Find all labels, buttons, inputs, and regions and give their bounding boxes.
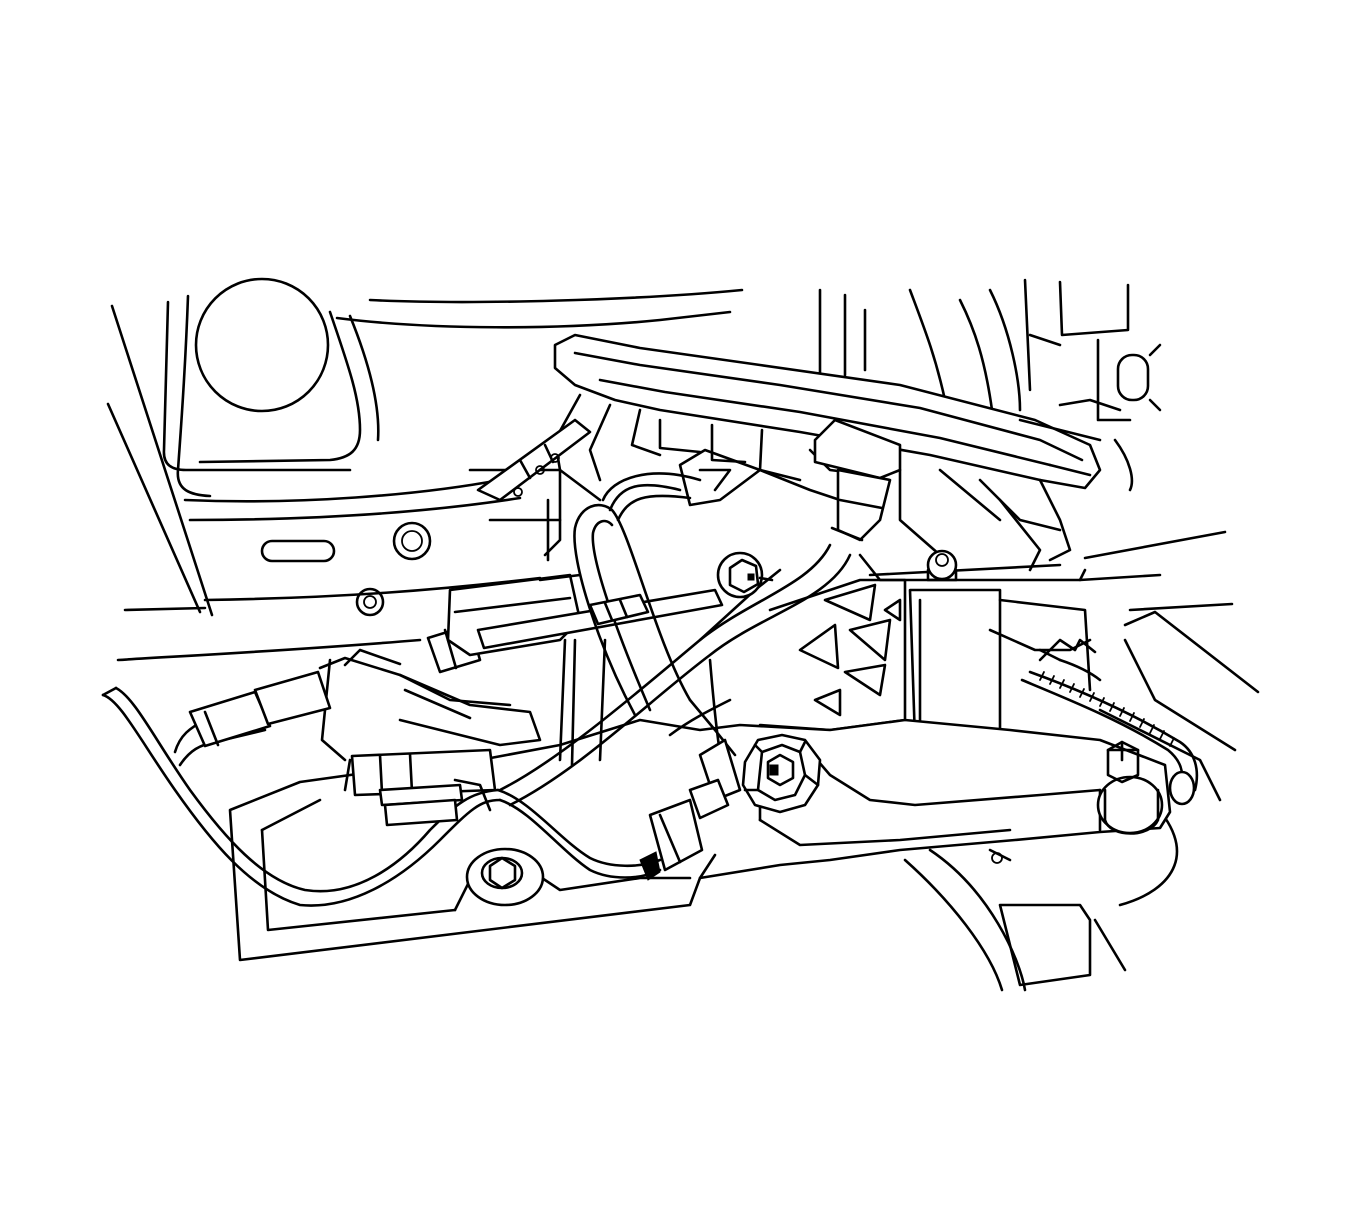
rib-opening-3 bbox=[850, 620, 890, 660]
background-body-panels bbox=[108, 279, 1258, 990]
shifter-housing-body bbox=[555, 395, 1090, 760]
floor-hole-small bbox=[357, 589, 383, 615]
floor-hole bbox=[394, 523, 430, 559]
cable-end-fitting bbox=[255, 672, 330, 724]
seat-bolt-head bbox=[1118, 355, 1148, 400]
shifter-top-cover bbox=[555, 335, 1100, 488]
left-lever-arm bbox=[478, 420, 590, 560]
wiring-harness bbox=[500, 474, 850, 805]
conduit-end bbox=[1170, 772, 1194, 804]
rib-opening-1 bbox=[825, 585, 875, 620]
floor-pan-round-recess bbox=[196, 279, 328, 411]
seat-track-structure bbox=[820, 280, 1160, 490]
connector-body bbox=[650, 800, 702, 870]
housing-electrical-connector bbox=[815, 420, 900, 540]
floor-slot bbox=[262, 541, 334, 561]
housing-top-bolt bbox=[928, 551, 956, 579]
rib-opening-2 bbox=[800, 625, 838, 668]
center-star-nut bbox=[743, 735, 820, 812]
lower-electrical-connector bbox=[640, 740, 740, 880]
cable-sleeve bbox=[190, 692, 270, 746]
left-electrical-connector bbox=[103, 688, 660, 906]
rib-opening-4 bbox=[845, 665, 885, 695]
corrugated-conduit bbox=[1022, 640, 1197, 804]
floor-bracket-lower-right bbox=[1000, 905, 1090, 985]
cable-stud-nut bbox=[718, 553, 772, 597]
shift-cable bbox=[175, 575, 722, 765]
